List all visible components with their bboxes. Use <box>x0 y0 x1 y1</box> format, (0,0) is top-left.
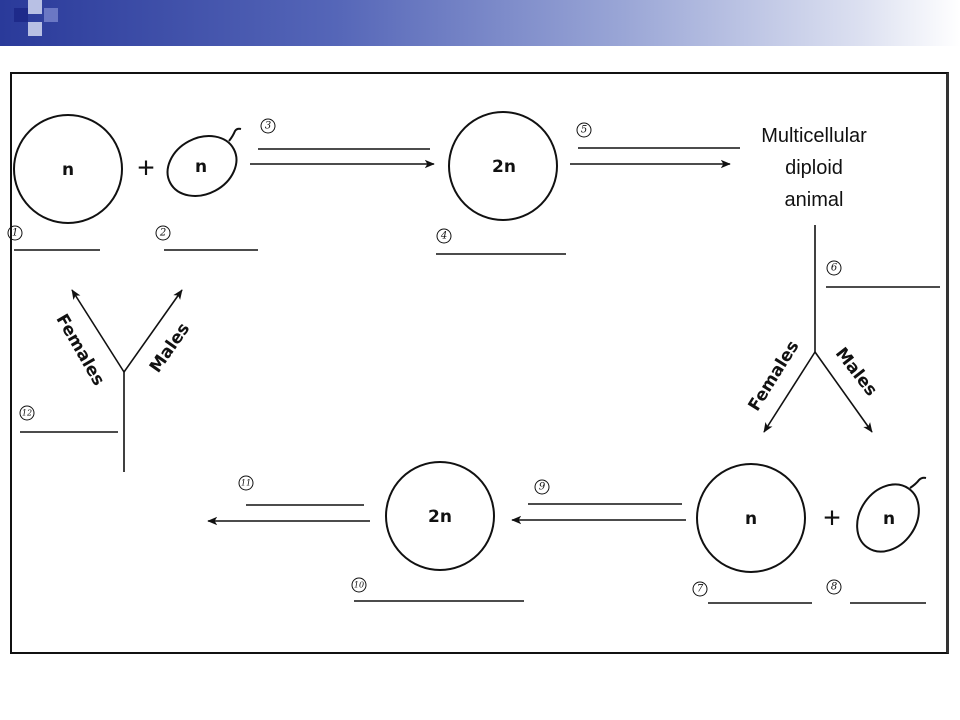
number-circle-11 <box>238 475 254 491</box>
number-circle-8 <box>826 579 842 595</box>
number-circle-10 <box>351 577 367 593</box>
arrow-females-right <box>763 351 816 433</box>
title-square-light-2 <box>28 22 42 36</box>
plus-sign-bottom: + <box>823 502 841 535</box>
number-circle-12 <box>19 405 35 421</box>
blank-number-5: 5 <box>581 125 587 136</box>
egg-cell-bottom <box>696 463 806 573</box>
sperm-ploidy-bottom: n <box>883 509 895 529</box>
blank-number-2: 2 <box>159 228 166 239</box>
egg-ploidy-top: n <box>62 160 74 180</box>
label-females-left: Females <box>52 311 109 390</box>
worksheet-frame <box>10 72 949 654</box>
number-circle-4 <box>436 228 452 244</box>
zygote-cell-bottom <box>385 461 495 571</box>
label-males-left: Males <box>146 319 194 376</box>
zygote-ploidy-top: 2n <box>492 157 516 177</box>
number-circle-7 <box>692 581 708 597</box>
sperm-cell-bottom <box>856 483 920 553</box>
number-circle-2 <box>155 225 171 241</box>
title-square-light <box>28 0 42 14</box>
blank-number-11: 11 <box>241 479 251 488</box>
number-circle-3 <box>260 118 276 134</box>
blank-number-1: 1 <box>12 228 18 239</box>
zygote-ploidy-bottom: 2n <box>428 507 452 527</box>
arrow-females-left <box>71 289 125 373</box>
slide-title-bar <box>0 0 960 46</box>
sperm-tail-bottom <box>909 476 927 489</box>
blank-number-3: 3 <box>265 121 271 132</box>
organism-label-line-2: diploid <box>785 157 843 179</box>
zygote-cell-top <box>448 111 558 221</box>
organism-label-line-3: animal <box>785 189 844 211</box>
arrow-males-left <box>123 289 183 373</box>
blank-number-9: 9 <box>539 482 546 493</box>
blank-number-6: 6 <box>831 263 838 274</box>
blank-number-8: 8 <box>831 582 837 593</box>
sperm-ploidy-top: n <box>195 157 207 177</box>
arrow-males-right <box>814 351 873 433</box>
number-circle-1 <box>7 225 23 241</box>
number-circle-6 <box>826 260 842 276</box>
title-square-dark <box>14 8 28 22</box>
label-males-right: Males <box>831 344 881 400</box>
blank-number-12: 12 <box>22 409 32 418</box>
number-circle-5 <box>576 122 592 138</box>
blank-number-4: 4 <box>440 231 447 242</box>
title-square-mid <box>44 8 58 22</box>
sperm-cell-top <box>166 135 238 197</box>
organism-label-line-1: Multicellular <box>761 125 867 147</box>
egg-ploidy-bottom: n <box>745 509 757 529</box>
plus-sign-top: + <box>137 152 155 185</box>
blank-number-7: 7 <box>697 584 704 595</box>
blank-number-10: 10 <box>354 581 364 590</box>
egg-cell-top <box>13 114 123 224</box>
number-circle-9 <box>534 479 550 495</box>
label-females-right: Females <box>745 337 804 415</box>
sperm-tail-top <box>228 127 242 142</box>
